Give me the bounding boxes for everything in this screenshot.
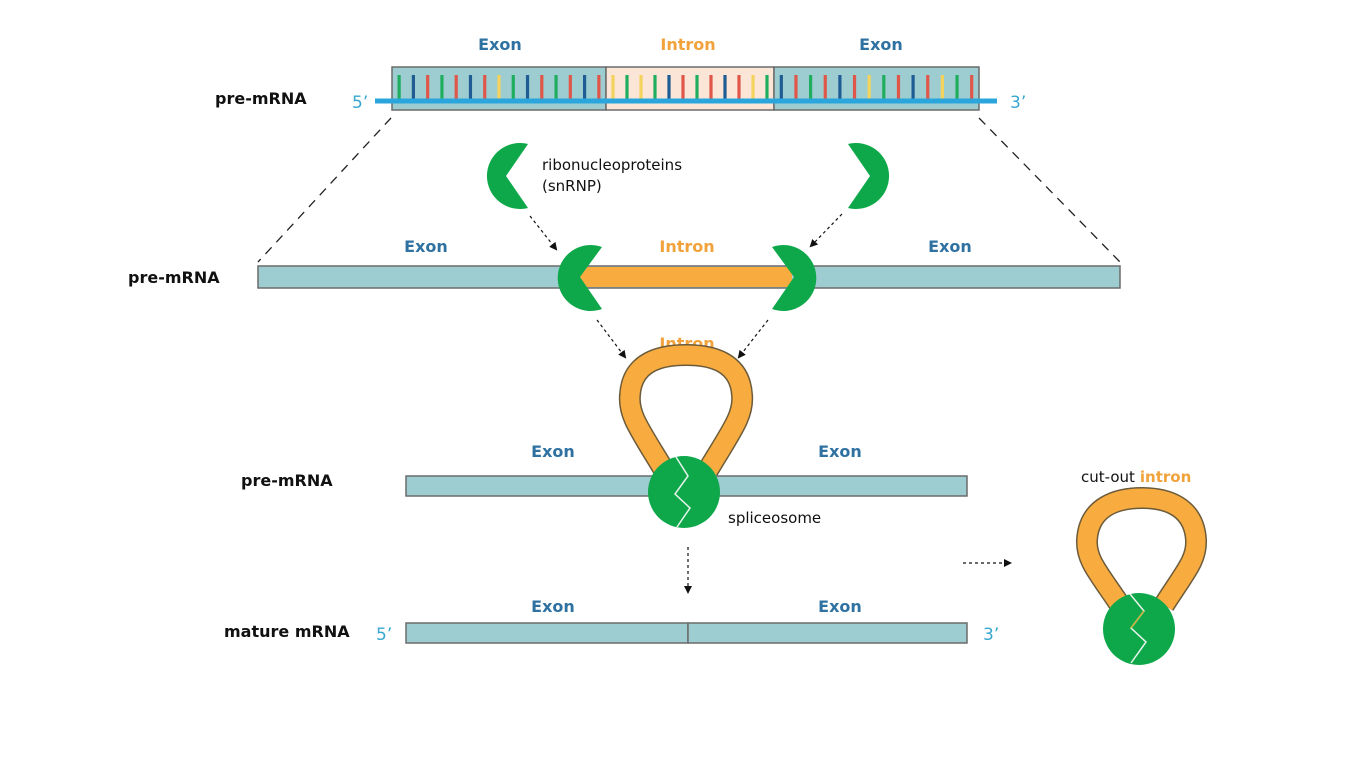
zoom-guide-left xyxy=(257,117,392,263)
label-exon-4a: Exon xyxy=(531,597,575,616)
three-prime-label-1: 3’ xyxy=(1010,93,1026,113)
section-4-mature-mrna: Exon Exon mature mRNA 5’ 3’ xyxy=(224,597,999,645)
spliceosome-cut-line xyxy=(674,456,691,528)
five-prime-label-4: 5’ xyxy=(376,625,392,645)
row-label-mature-mrna: mature mRNA xyxy=(224,622,350,641)
arrow-snrnp-right xyxy=(809,213,843,248)
three-prime-label-4: 3’ xyxy=(983,625,999,645)
section-2-snrnp-binding: pre-mRNA Exon Intron Exon ribonucleoprot… xyxy=(128,143,1121,359)
label-exon-4b: Exon xyxy=(818,597,862,616)
intron-lariat xyxy=(620,345,752,475)
five-prime-label-1: 5’ xyxy=(352,93,368,113)
label-intron-2: Intron xyxy=(659,237,714,256)
section-3-spliceosome: Intron Exon Exon pre-mRNA spliceosome xyxy=(241,334,1012,594)
label-exon-3b: Exon xyxy=(818,442,862,461)
mature-exon-left xyxy=(405,622,689,644)
spliceosome-label: spliceosome xyxy=(728,509,821,527)
row-label-pre-mrna-2: pre-mRNA xyxy=(128,268,220,287)
cutout-intron: cut-out intron xyxy=(1075,468,1208,665)
snrnp-bound-left-icon xyxy=(557,245,602,311)
arrow-snrnp-left xyxy=(529,215,558,251)
arrow-to-loop-right xyxy=(737,319,769,359)
label-intron-1: Intron xyxy=(660,35,715,54)
mature-exon-right xyxy=(687,622,968,644)
snrnp-label-line2: (snRNP) xyxy=(542,177,602,195)
exon-segment-1b xyxy=(773,66,980,111)
snrnp-label-line1: ribonucleoproteins xyxy=(542,156,682,174)
cutout-label: cut-out intron xyxy=(1081,468,1191,486)
label-exon-3a: Exon xyxy=(531,442,575,461)
nucleotide-bases xyxy=(397,75,974,99)
snrnp-free-right-icon xyxy=(848,143,890,209)
label-exon-1b: Exon xyxy=(859,35,903,54)
cutout-spliceosome-icon xyxy=(1103,593,1175,665)
snrnp-free-left-icon xyxy=(486,143,528,209)
cutout-lariat xyxy=(1077,488,1206,611)
label-exon-1a: Exon xyxy=(478,35,522,54)
section-1-pre-mrna-sequence: pre-mRNA Exon Intron Exon 5’ 3’ xyxy=(215,35,1121,263)
intron-segment-1 xyxy=(605,66,775,111)
intron-band-2 xyxy=(580,267,792,287)
label-exon-2a: Exon xyxy=(404,237,448,256)
zoom-guide-right xyxy=(978,117,1121,263)
row-label-pre-mrna-1: pre-mRNA xyxy=(215,89,307,108)
cutout-cut-line-accent xyxy=(1130,610,1145,629)
snrnp-bound-right-icon xyxy=(772,245,817,311)
arrow-to-loop-left xyxy=(596,319,627,359)
spliceosome-icon xyxy=(648,456,720,528)
cutout-label-highlight: intron xyxy=(1140,468,1191,486)
cutout-label-prefix: cut-out xyxy=(1081,468,1135,486)
label-exon-2b: Exon xyxy=(928,237,972,256)
row-label-pre-mrna-3: pre-mRNA xyxy=(241,471,333,490)
